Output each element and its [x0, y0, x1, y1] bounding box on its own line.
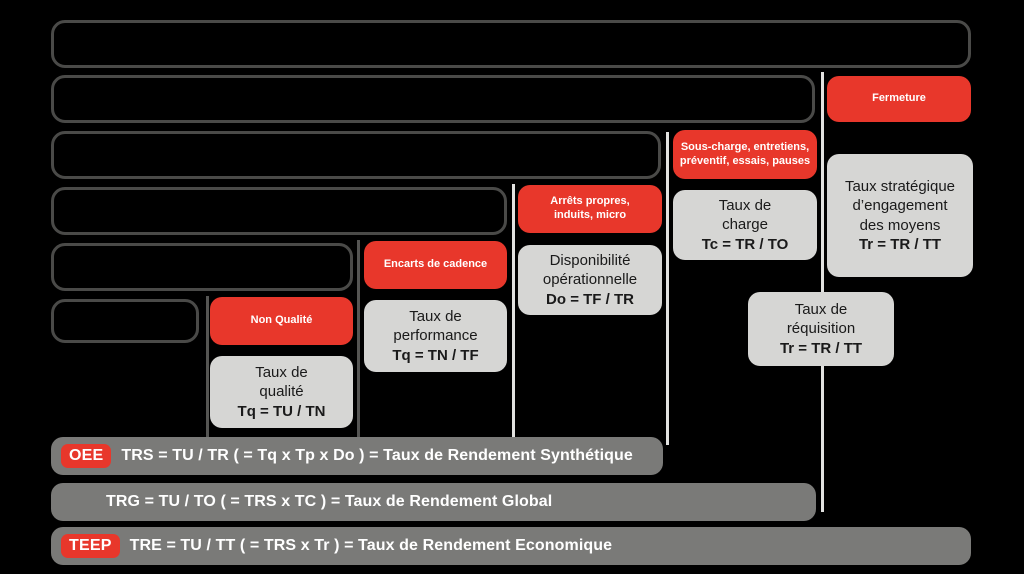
divider-line-col2	[206, 296, 209, 440]
divider-line-col5	[666, 132, 669, 445]
rate-box-taux-de-performance[interactable]: Taux de performance Tq = TN / TF	[364, 300, 507, 372]
time-bar-temps-total	[51, 20, 971, 68]
taux-de-charge-line1: Taux de	[718, 196, 772, 214]
loss-box-arrets-propres-line2: induits, micro	[553, 209, 627, 221]
time-bar-temps-net	[51, 243, 353, 291]
summary-bar-tre-text: TRE = TU / TT ( = TRS x Tr ) = Taux de R…	[129, 537, 613, 554]
taux-de-performance-line2: performance	[393, 327, 478, 345]
taux-de-performance-line1: Taux de	[409, 307, 462, 325]
rate-box-taux-strategique[interactable]: Taux stratégique d’engagement des moyens…	[827, 154, 973, 277]
loss-box-sous-charge-line1: Sous-charge, entretiens,	[680, 140, 810, 153]
loss-box-arrets-propres[interactable]: Arrêts propres, induits, micro	[518, 185, 662, 233]
disponibilite-operationnelle-line1: Disponibilité	[549, 251, 631, 269]
summary-bar-trs[interactable]: OEE TRS = TU / TR ( = Tq x Tp x Do ) = T…	[51, 437, 663, 475]
loss-box-encarts-de-cadence-label: Encarts de cadence	[383, 258, 488, 271]
badge-oee: OEE	[61, 444, 112, 468]
taux-de-requisition-line1: Taux de	[794, 300, 848, 318]
loss-box-sous-charge-line2: préventif, essais, pauses	[679, 154, 811, 167]
rate-box-taux-de-requisition[interactable]: Taux de réquisition Tr = TR / TT	[748, 292, 894, 366]
rate-box-taux-de-qualite[interactable]: Taux de qualité Tq = TU / TN	[210, 356, 353, 428]
taux-de-requisition-formula: Tr = TR / TT	[779, 339, 863, 357]
summary-bar-tre[interactable]: TEEP TRE = TU / TT ( = TRS x Tr ) = Taux…	[51, 527, 971, 565]
summary-bar-trg-text: TRG = TU / TO ( = TRS x TC ) = Taux de R…	[106, 493, 553, 510]
taux-de-charge-line2: charge	[722, 216, 768, 234]
time-bar-temps-utile	[51, 299, 199, 343]
summary-bar-trs-text: TRS = TU / TR ( = Tq x Tp x Do ) = Taux …	[121, 447, 633, 464]
taux-strategique-line2: d’engagement	[852, 197, 948, 214]
taux-strategique-line1: Taux stratégique	[844, 177, 956, 195]
rate-box-taux-de-charge[interactable]: Taux de charge Tc = TR / TO	[673, 190, 817, 260]
time-bar-temps-fonctionnement	[51, 187, 507, 235]
loss-box-fermeture-label: Fermeture	[872, 92, 926, 105]
rate-box-disponibilite-operationnelle[interactable]: Disponibilité opérationnelle Do = TF / T…	[518, 245, 662, 315]
taux-de-qualite-line1: Taux de	[255, 363, 308, 381]
badge-teep: TEEP	[61, 534, 120, 558]
taux-de-requisition-line2: réquisition	[786, 320, 856, 338]
divider-line-col4	[512, 184, 515, 440]
taux-de-qualite-line2: qualité	[259, 383, 304, 401]
loss-box-encarts-de-cadence[interactable]: Encarts de cadence	[364, 241, 507, 289]
loss-box-fermeture[interactable]: Fermeture	[827, 76, 971, 122]
loss-box-non-qualite[interactable]: Non Qualité	[210, 297, 353, 345]
taux-de-qualite-formula: Tq = TU / TN	[237, 402, 326, 420]
taux-strategique-formula: Tr = TR / TT	[858, 236, 942, 253]
divider-line-col3	[357, 240, 360, 440]
time-bar-temps-ouverture	[51, 75, 815, 123]
time-bar-temps-requis	[51, 131, 661, 179]
taux-strategique-line3: des moyens	[859, 216, 941, 234]
loss-box-non-qualite-label: Non Qualité	[250, 314, 313, 327]
taux-de-performance-formula: Tq = TN / TF	[392, 346, 479, 364]
summary-bar-trg[interactable]: TRG = TU / TO ( = TRS x TC ) = Taux de R…	[51, 483, 816, 521]
taux-de-charge-formula: Tc = TR / TO	[701, 235, 789, 253]
disponibilite-operationnelle-formula: Do = TF / TR	[546, 290, 634, 308]
loss-box-sous-charge[interactable]: Sous-charge, entretiens, préventif, essa…	[673, 130, 817, 179]
disponibilite-operationnelle-line2: opérationnelle	[542, 271, 638, 289]
loss-box-arrets-propres-line1: Arrêts propres,	[550, 195, 630, 208]
